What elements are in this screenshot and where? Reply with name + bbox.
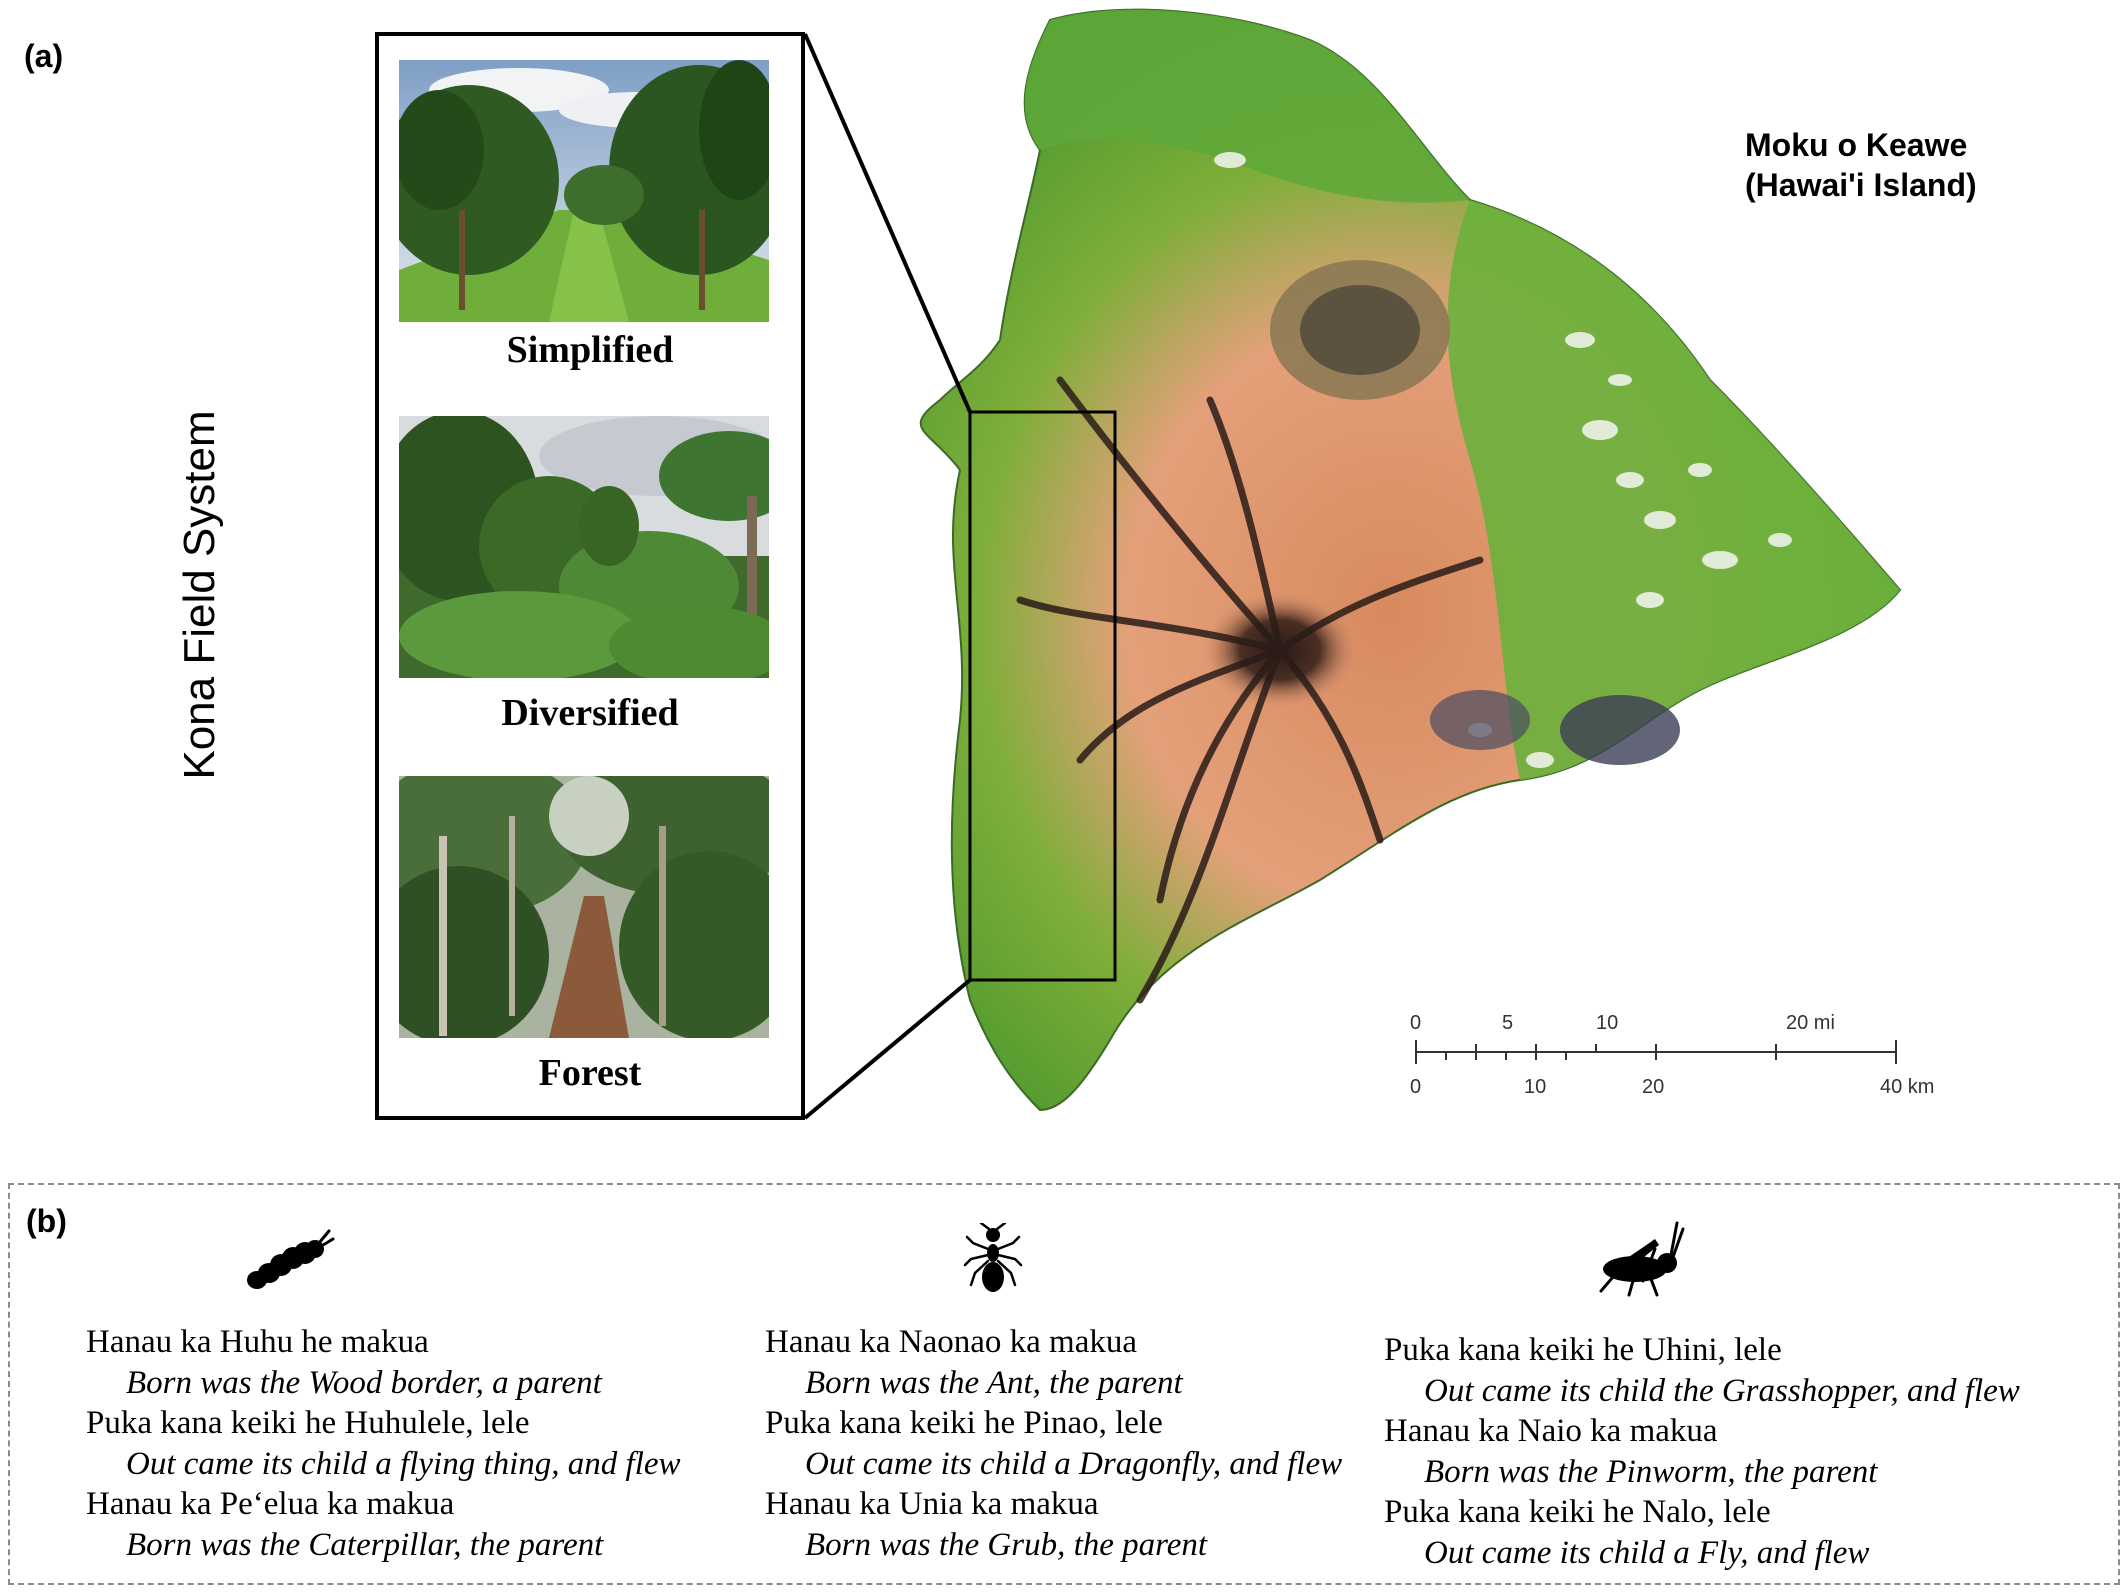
scale-km-40: 40 km (1880, 1076, 1935, 1098)
chant-line: Hanau ka Pe‘elua ka makua (86, 1486, 455, 1522)
map-title-line2: (Hawai'i Island) (1745, 167, 1977, 203)
connector-bottom (803, 978, 972, 1120)
kona-photo-panel: Simplified Diversified (375, 32, 805, 1120)
panel-b-chant: (b) (8, 1183, 2120, 1585)
caterpillar-icon (247, 1229, 335, 1289)
grasshopper-icon (1599, 1221, 1685, 1297)
chant-line: Puka kana keiki he Nalo, lele (1384, 1494, 1771, 1530)
scale-mi-5: 5 (1502, 1012, 1514, 1034)
caption-forest: Forest (538, 1052, 642, 1094)
chant-column-2: Hanau ka Naonao ka makua Born was the An… (765, 1322, 1342, 1565)
chant-line: Puka kana keiki he Pinao, lele (765, 1405, 1163, 1441)
scale-mi-20: 20 mi (1786, 1012, 1835, 1034)
chant-line: Puka kana keiki he Huhulele, lele (86, 1405, 530, 1441)
photo-simplified (399, 60, 769, 322)
chant-translation: Out came its child a Dragonfly, and flew (805, 1445, 1343, 1482)
study-area-rectangle (968, 410, 1117, 982)
chant-line: Puka kana keiki he Uhini, lele (1384, 1332, 1782, 1368)
chant-line: Hanau ka Huhu he makua (86, 1324, 429, 1360)
scale-km-20: 20 (1642, 1076, 1665, 1098)
chant-translation: Out came its child the Grasshopper, and … (1424, 1372, 2020, 1409)
panel-b-label: (b) (26, 1203, 67, 1239)
island-map (803, 8, 1902, 1120)
chant-translation: Born was the Ant, the parent (805, 1364, 1183, 1401)
chant-translation: Born was the Wood border, a parent (126, 1364, 602, 1401)
chant-line: Hanau ka Naonao ka makua (765, 1324, 1138, 1360)
panel-a-label: (a) (24, 38, 64, 74)
chant-column-1: Hanau ka Huhu he makua Born was the Wood… (86, 1322, 681, 1565)
scale-km-10: 10 (1524, 1076, 1547, 1098)
map-title-line1: Moku o Keawe (1745, 127, 1968, 163)
caption-diversified: Diversified (501, 692, 679, 734)
ant-icon (963, 1223, 1023, 1292)
chant-translation: Born was the Caterpillar, the parent (126, 1526, 604, 1563)
caption-simplified: Simplified (506, 329, 674, 371)
scale-mi-10: 10 (1596, 1012, 1619, 1034)
chant-line: Hanau ka Unia ka makua (765, 1486, 1099, 1522)
connector-top (803, 33, 972, 413)
chant-translation: Born was the Grub, the parent (805, 1526, 1208, 1563)
chant-translation: Out came its child a flying thing, and f… (126, 1445, 681, 1482)
chant-translation: Born was the Pinworm, the parent (1424, 1453, 1878, 1490)
chant-column-3: Puka kana keiki he Uhini, lele Out came … (1384, 1330, 2020, 1573)
chant-translation: Out came its child a Fly, and flew (1424, 1534, 1870, 1571)
map-title: Moku o Keawe (Hawai'i Island) (1745, 125, 1977, 205)
scale-mi-0: 0 (1410, 1012, 1422, 1034)
chant-line: Hanau ka Naio ka makua (1384, 1413, 1718, 1449)
scale-km-0: 0 (1410, 1076, 1422, 1098)
photo-diversified (399, 416, 769, 678)
photo-forest (399, 776, 769, 1038)
scale-bar (1415, 1040, 1897, 1064)
